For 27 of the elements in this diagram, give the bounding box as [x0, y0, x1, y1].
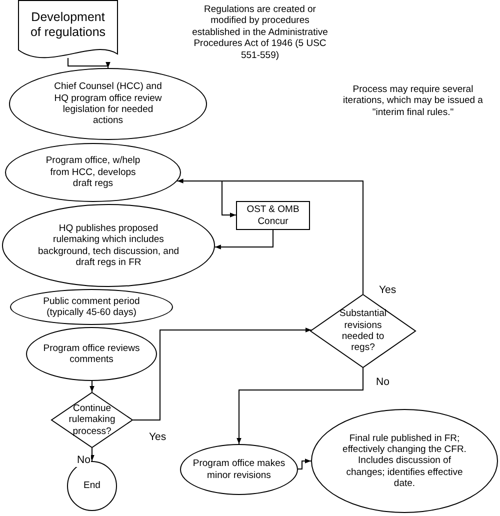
arrow [176, 180, 236, 218]
node-text: Chief Counsel (HCC) and HQ program office review legislation for needed actions [53, 81, 163, 127]
arrow [132, 328, 312, 420]
note-text: Regulations are created or modified by procedures established in the Administrative Procedures Act of 1946 (5 USC 551-559) [191, 4, 329, 61]
node-text: Final rule published in FR; effectively changing the CFR. Includes discussion of changes; identifies effective date. [342, 432, 467, 490]
arrow [90, 448, 94, 462]
arrow [236, 368, 364, 444]
decision-diamond [310, 294, 416, 368]
node-text: Development of regulations [29, 10, 107, 40]
node-text: Continue rulemaking process? [68, 402, 116, 438]
node-text: OST & OMB Concur [246, 204, 300, 227]
edge-label: No [76, 455, 92, 467]
decision-diamond [51, 392, 133, 448]
arrow [176, 178, 364, 294]
node-text: Substantial revisions needed to regs? [338, 308, 388, 354]
arrow [214, 230, 274, 250]
node-text: End [84, 480, 100, 492]
arrow [90, 380, 94, 392]
arrow [68, 58, 110, 68]
node-text: Public comment period (typically 45-60 days) [42, 296, 141, 318]
node-text: Program office makes minor revisions [192, 458, 286, 481]
note-text: Process may require several iterations, which may be issued a "interim final rules." [342, 84, 484, 118]
node-text: HQ publishes proposed rulemaking which includes background, tech discussion, and draft regs in FR [38, 222, 179, 268]
node-text: Program office reviews comments [42, 342, 141, 366]
arrow [298, 458, 312, 470]
process-box [236, 201, 310, 230]
node-text: Program office, w/help from HCC, develops draft regs [44, 155, 142, 190]
